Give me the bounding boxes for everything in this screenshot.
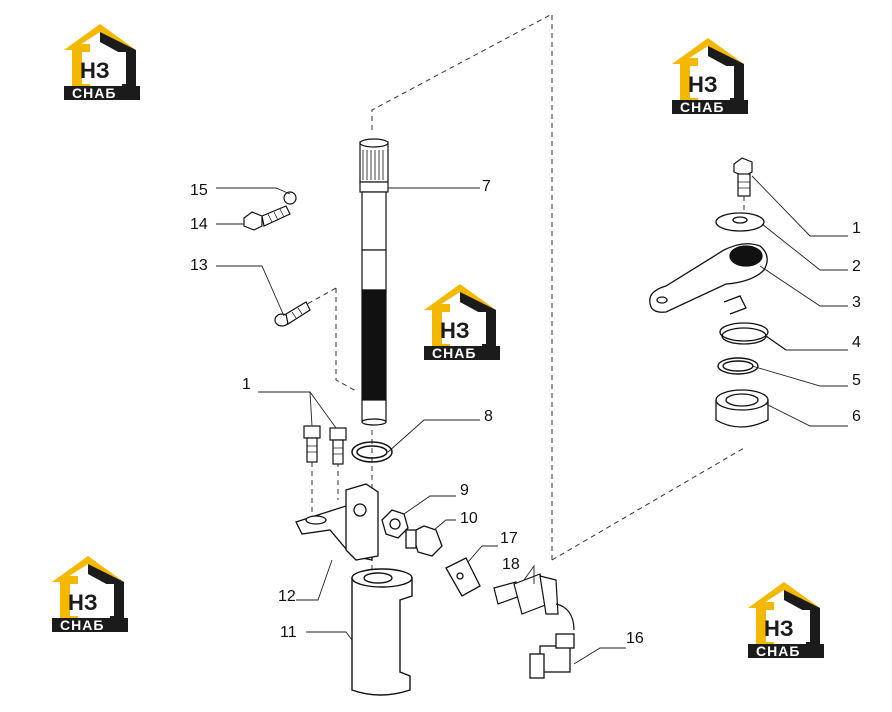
lever-arm-part-3 xyxy=(649,243,768,313)
callout-4: 4 xyxy=(852,334,861,351)
clip-part-17 xyxy=(445,557,481,597)
logo-center: НЗ СНАБ xyxy=(424,284,500,361)
callout-16: 16 xyxy=(626,630,644,647)
connector-part-16 xyxy=(529,633,575,679)
callout-8: 8 xyxy=(484,408,493,425)
logo-top-left: НЗ СНАБ xyxy=(64,24,140,101)
callout-5: 5 xyxy=(852,372,861,389)
o-ring-part-8 xyxy=(351,441,393,463)
logo-sub-text: СНАБ xyxy=(72,85,116,101)
logo-main-text: НЗ xyxy=(440,318,470,343)
logo-top-right: НЗ СНАБ xyxy=(672,38,748,115)
nut-part-9 xyxy=(381,509,409,539)
fitting-part-10 xyxy=(405,525,443,557)
callout-11: 11 xyxy=(280,624,297,641)
callout-labels: 1 2 3 4 5 6 7 8 9 10 11 12 13 14 15 16 1… xyxy=(190,178,861,647)
leader-lines xyxy=(216,175,848,665)
bushing-part-6 xyxy=(715,389,769,428)
logo-bottom-left: НЗ СНАБ xyxy=(52,556,128,633)
bolts-part-1-left xyxy=(303,425,347,465)
callout-12: 12 xyxy=(278,588,296,605)
bolt-part-14 xyxy=(243,205,291,231)
bracket-part-12 xyxy=(295,483,379,561)
callout-15: 15 xyxy=(190,182,208,199)
callout-13: 13 xyxy=(190,257,208,274)
sensor-part-18 xyxy=(493,573,575,631)
logo-sub-text: СНАБ xyxy=(432,345,476,361)
logo-main-text: НЗ xyxy=(80,58,110,83)
shaft-part-7 xyxy=(359,138,389,426)
logo-sub-text: СНАБ xyxy=(60,617,104,633)
callout-10: 10 xyxy=(460,510,478,527)
callout-9: 9 xyxy=(460,482,469,499)
logo-main-text: НЗ xyxy=(764,616,794,641)
washer-part-2 xyxy=(715,212,765,232)
callout-1-right: 1 xyxy=(852,220,861,237)
callout-3: 3 xyxy=(852,294,861,311)
housing-part-11 xyxy=(351,568,413,696)
logo-bottom-right: НЗ СНАБ xyxy=(748,582,824,659)
callout-18: 18 xyxy=(502,556,520,573)
logo-main-text: НЗ xyxy=(68,590,98,615)
callout-2: 2 xyxy=(852,258,861,275)
screw-part-13 xyxy=(274,301,311,327)
spring-part-4 xyxy=(719,295,787,351)
callout-1-left: 1 xyxy=(242,376,251,393)
logo-sub-text: СНАБ xyxy=(680,99,724,115)
ball-part-15 xyxy=(283,191,297,205)
callout-14: 14 xyxy=(190,216,208,233)
callout-17: 17 xyxy=(500,530,518,547)
logo-sub-text: СНАБ xyxy=(756,643,800,659)
callout-7: 7 xyxy=(482,178,491,195)
logo-main-text: НЗ xyxy=(688,72,718,97)
bolt-part-1-right xyxy=(733,157,753,197)
callout-6: 6 xyxy=(852,408,861,425)
